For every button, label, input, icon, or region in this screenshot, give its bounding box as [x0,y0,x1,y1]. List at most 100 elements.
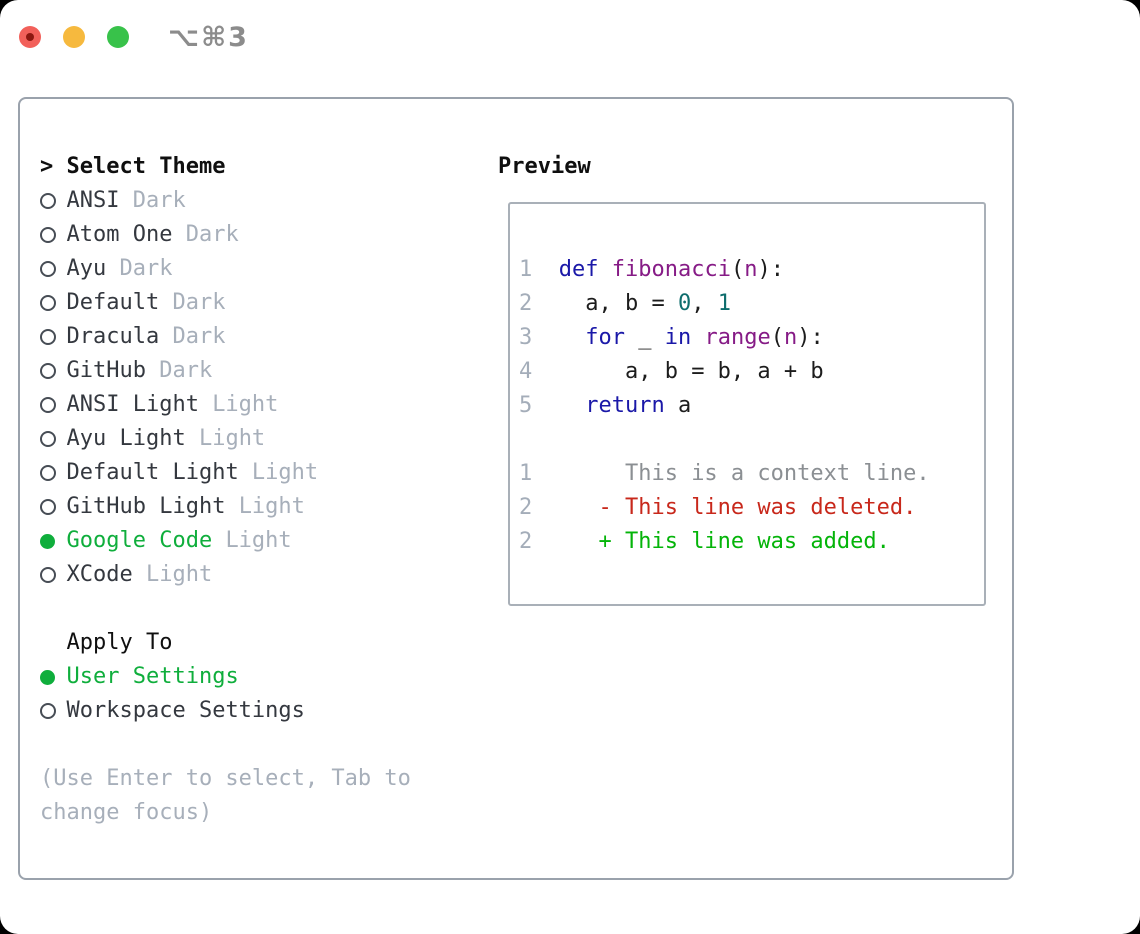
theme-option[interactable]: Default Light Light [40,456,480,490]
code-token: return [585,393,665,418]
theme-variant-badge: Light [212,392,279,417]
theme-selector: > Select Theme ANSI Dark Atom One Dark A… [40,150,480,830]
radio-cell [40,431,67,447]
theme-name: Default Light [66,460,239,485]
theme-variant-badge: Dark [132,188,186,213]
code-token: def [558,257,599,282]
theme-name: Ayu [66,256,107,281]
theme-variant-badge: Light [145,562,213,587]
select-theme-label: Select Theme [66,154,226,179]
radio-icon [40,261,56,277]
prompt-icon: > [40,154,54,179]
radio-icon [40,499,56,515]
apply-to-header: Apply To [40,626,480,660]
spacer [40,592,480,626]
theme-option[interactable]: GitHub Light Light [40,490,480,524]
line-number: 2 [519,291,533,316]
theme-option[interactable]: Dracula Dark [40,320,480,354]
radio-icon [40,329,56,345]
theme-variant-badge: Light [251,460,319,485]
zoom-button[interactable] [107,26,129,48]
radio-cell [40,465,67,481]
apply-to-list: User Settings Workspace Settings [40,660,480,728]
code-line [519,423,984,457]
theme-name: XCode [66,562,133,587]
theme-name: GitHub [66,358,146,383]
theme-option[interactable]: Atom One Dark [40,218,480,252]
theme-option[interactable]: Ayu Light Light [40,422,480,456]
line-number: 5 [519,393,533,418]
radio-icon [40,295,56,311]
code-token: ( [730,257,745,282]
code-token [532,393,585,418]
code-line: 1 This is a context line. [519,457,984,491]
code-token: n [783,325,798,350]
theme-variant-badge: Light [238,494,305,519]
code-token: _ [624,325,665,350]
close-button[interactable] [19,26,41,48]
radio-icon [40,193,56,209]
code-line: 3 for _ in range(n): [519,321,984,355]
radio-cell [40,703,67,719]
theme-name: Atom One [66,222,173,247]
line-number: 2 [519,529,533,554]
radio-cell [40,669,67,685]
theme-name: ANSI Light [66,392,199,417]
theme-option[interactable]: ANSI Dark [40,184,480,218]
theme-variant-badge: Dark [172,290,226,315]
line-number: 3 [519,325,533,350]
code-token [532,257,559,282]
code-token [691,325,704,350]
theme-variant-badge: Dark [159,358,213,383]
radio-cell [40,533,67,549]
titlebar [19,26,129,48]
radio-cell [40,261,67,277]
preview-label: Preview [498,154,591,179]
radio-cell [40,363,67,379]
radio-icon [40,227,56,243]
apply-option-name: User Settings [66,664,239,689]
spacer [40,728,480,762]
theme-variant-badge: Light [198,426,266,451]
code-token: a [664,393,692,418]
code-line: 2 - This line was deleted. [519,491,984,525]
minimize-button[interactable] [63,26,85,48]
radio-cell [40,295,67,311]
apply-option[interactable]: User Settings [40,660,480,694]
code-token: ): [797,325,824,350]
radio-icon [40,567,56,583]
theme-name: GitHub Light [66,494,226,519]
theme-option[interactable]: Ayu Dark [40,252,480,286]
radio-cell [40,567,67,583]
theme-option[interactable]: Google Code Light [40,524,480,558]
radio-icon [40,465,56,481]
theme-option[interactable]: XCode Light [40,558,480,592]
preview-box: 1 def fibonacci(n): 2 a, b = 0, 1 3 for … [508,202,986,606]
code-token: for [585,325,625,350]
radio-icon [40,533,55,549]
theme-option[interactable]: ANSI Light Light [40,388,480,422]
window-title: ⌥⌘3 [168,22,249,53]
radio-cell [40,193,67,209]
theme-name: Default [66,290,160,315]
radio-icon [40,703,56,719]
line-number: 1 [519,257,533,282]
theme-variant-badge: Dark [119,256,173,281]
code-token: This is a context line. [532,461,930,486]
apply-option[interactable]: Workspace Settings [40,694,480,728]
code-token: n [744,257,758,282]
code-token: + This line was added. [532,529,890,554]
radio-cell [40,227,67,243]
code-line: 1 def fibonacci(n): [519,253,984,287]
code-line: 2 + This line was added. [519,525,984,559]
code-token: 0 [677,291,692,316]
code-token: ( [770,325,784,350]
theme-option[interactable]: Default Dark [40,286,480,320]
code-token: a, b = b, a + b [532,359,824,384]
code-line: 4 a, b = b, a + b [519,355,984,389]
radio-cell [40,499,67,515]
line-number: 4 [519,359,533,384]
code-token: a, b = [532,291,678,316]
theme-option[interactable]: GitHub Dark [40,354,480,388]
